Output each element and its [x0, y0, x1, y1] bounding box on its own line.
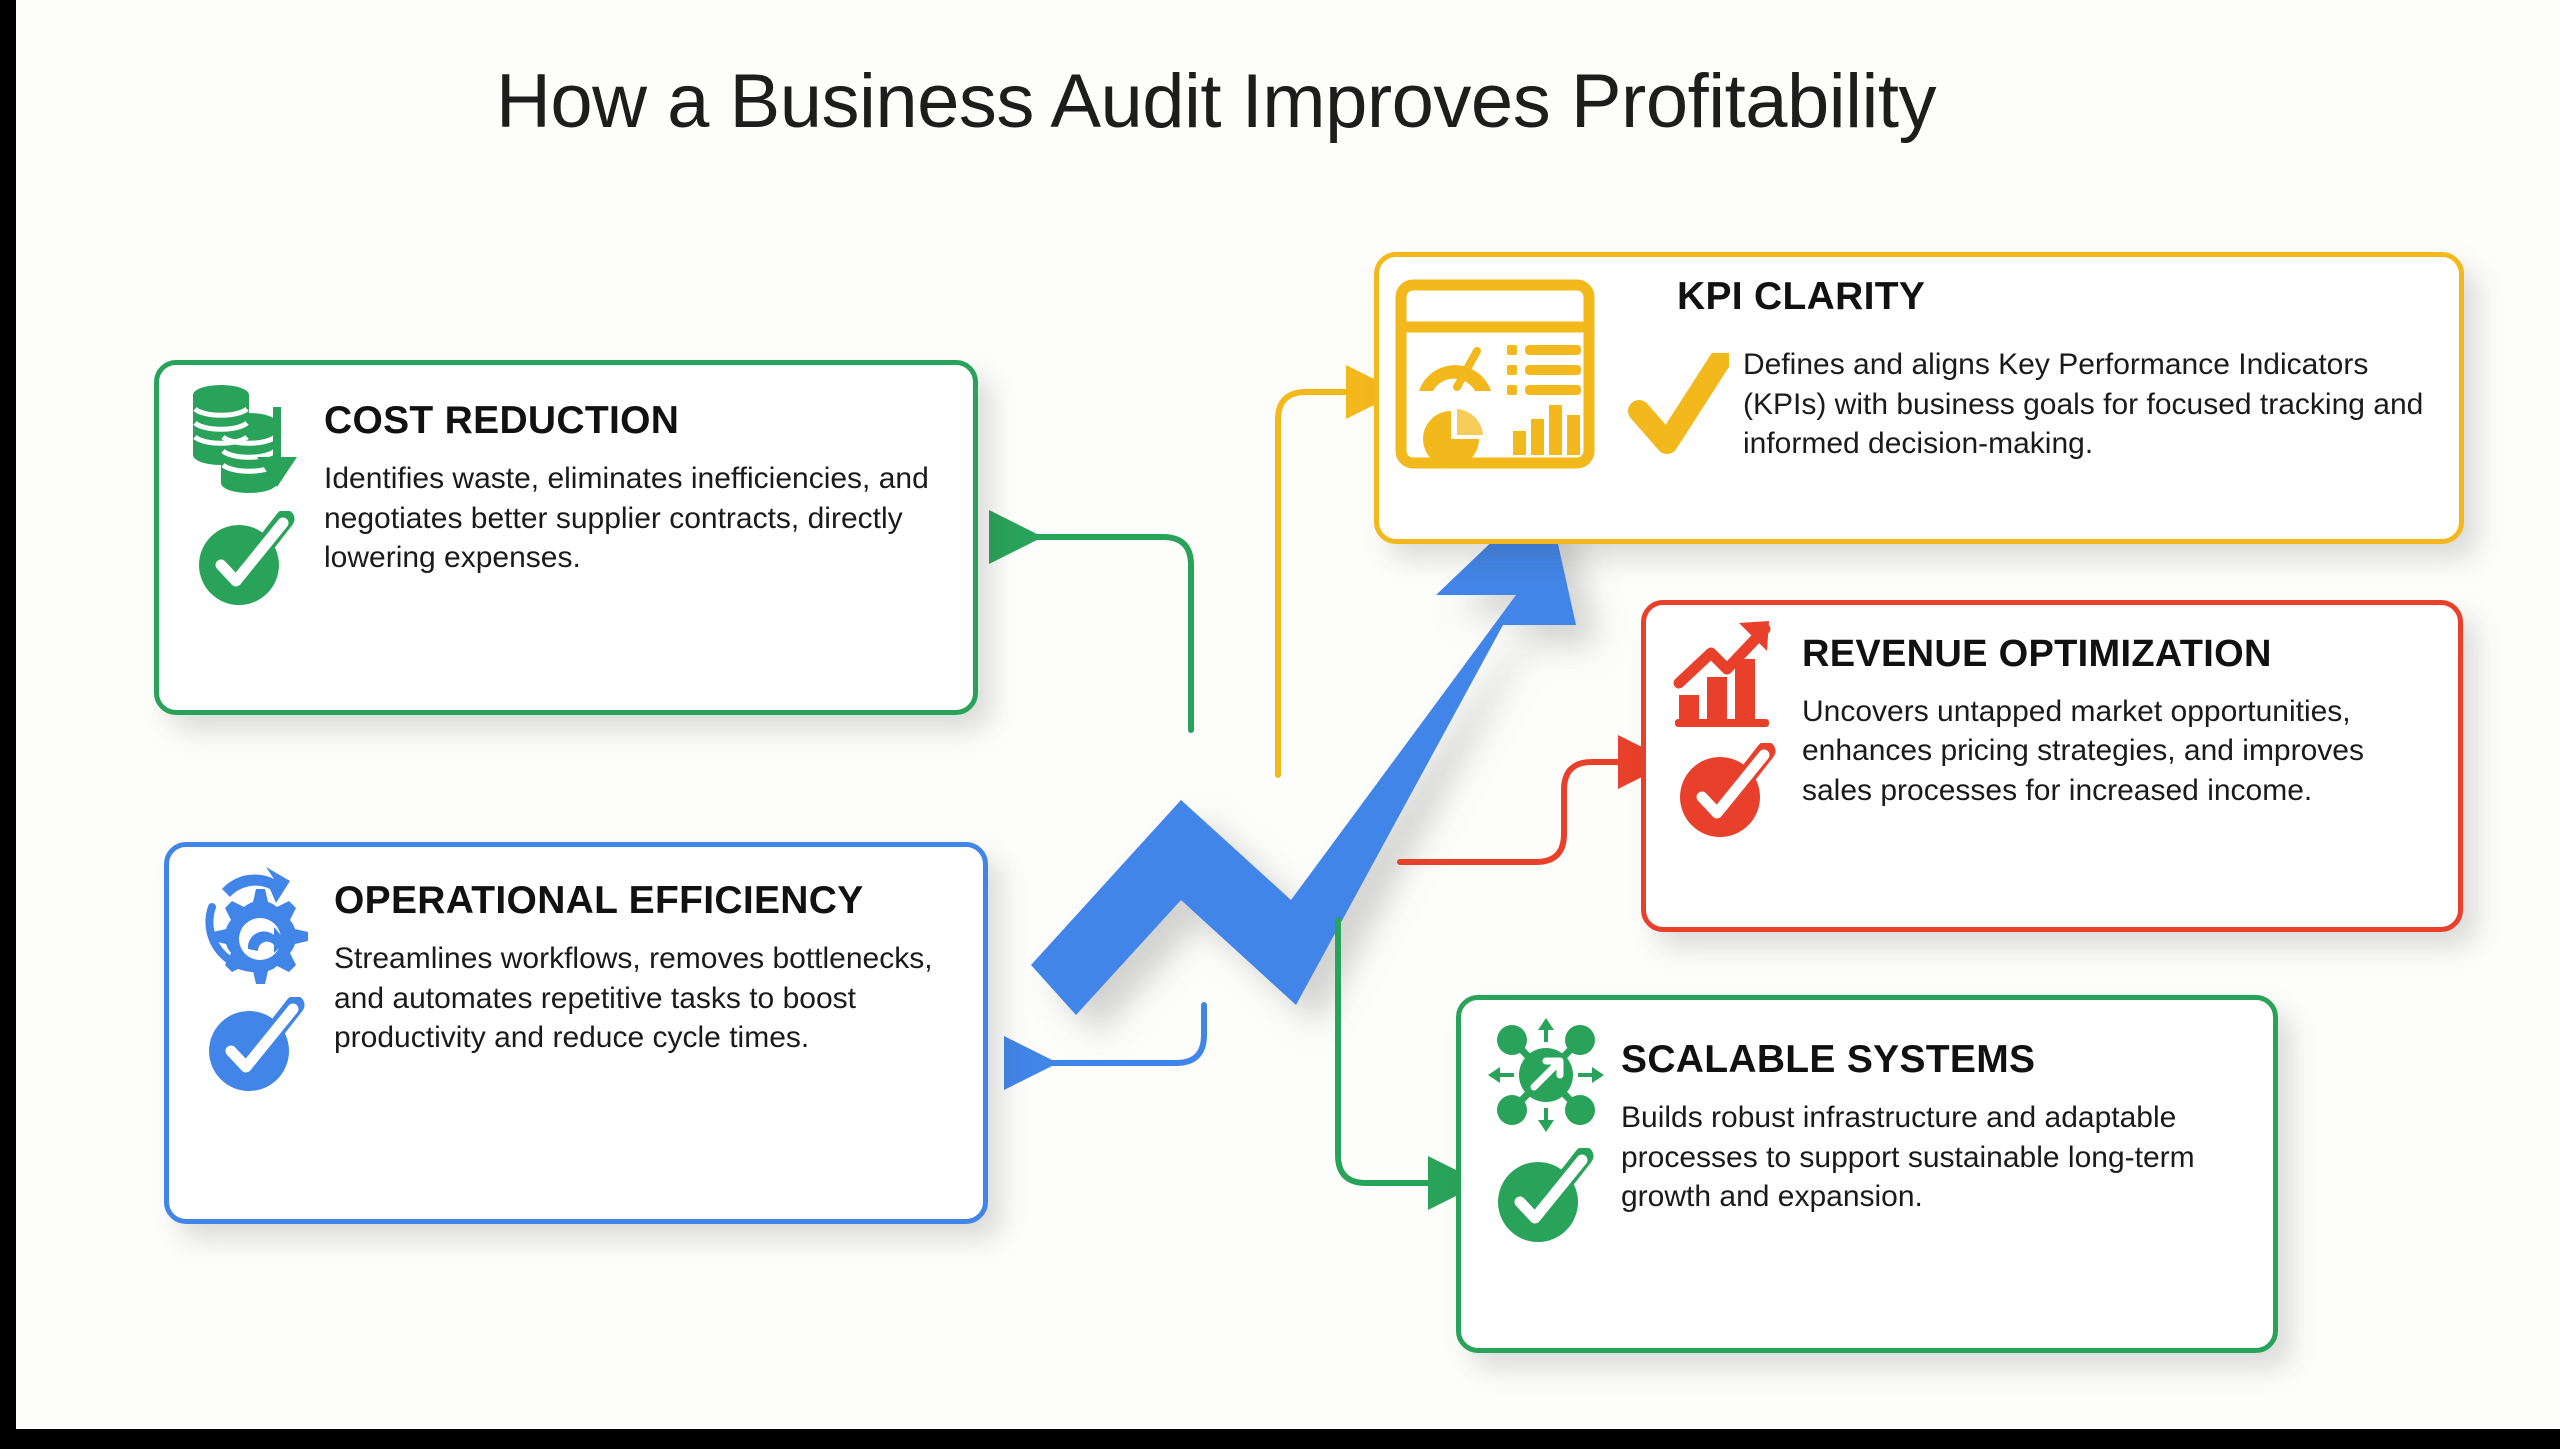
card-kpi-clarity[interactable]: KPI CLARITY Defines and aligns Key Perfo… — [1374, 252, 2464, 544]
card-title: KPI CLARITY — [1677, 275, 1926, 318]
coin-stack-down-arrow-icon — [192, 385, 297, 493]
card-revenue-optimization[interactable]: REVENUE OPTIMIZATION Uncovers untapped m… — [1641, 600, 2463, 932]
card-description: Streamlines workflows, removes bottlenec… — [334, 941, 933, 1055]
card-scalable-systems[interactable]: SCALABLE SYSTEMS Builds robust infrastru… — [1456, 995, 2278, 1353]
card-title: OPERATIONAL EFFICIENCY — [334, 879, 864, 922]
card-title: SCALABLE SYSTEMS — [1621, 1038, 2036, 1081]
connector-to-kpi-clarity — [1275, 365, 1400, 778]
connector-to-revenue-optimization — [1397, 735, 1672, 865]
connector-to-cost-reduction — [989, 510, 1194, 733]
page-title: How a Business Audit Improves Profitabil… — [495, 59, 1937, 144]
gear-refresh-icon — [204, 867, 308, 984]
card-description: Uncovers untapped market opportunities, … — [1802, 694, 2364, 808]
network-expand-icon — [1488, 1018, 1604, 1132]
check-icon-holder — [1625, 345, 1743, 462]
check-circle-icon — [208, 997, 304, 1091]
card-body: SCALABLE SYSTEMS Builds robust infrastru… — [1621, 1000, 2273, 1217]
check-circle-icon — [198, 511, 294, 605]
card-icon-column — [1379, 257, 1625, 469]
card-operational-efficiency[interactable]: OPERATIONAL EFFICIENCY Streamlines workf… — [164, 842, 988, 1224]
check-circle-icon — [1498, 1148, 1594, 1242]
card-description: Defines and aligns Key Performance Indic… — [1743, 347, 2424, 461]
check-mark-icon — [1628, 347, 1732, 454]
card-body: REVENUE OPTIMIZATION Uncovers untapped m… — [1802, 605, 2458, 811]
card-title-row: KPI CLARITY — [1677, 275, 2433, 335]
card-body: OPERATIONAL EFFICIENCY Streamlines workf… — [334, 847, 983, 1058]
card-icon-column — [1646, 605, 1802, 843]
card-description: Identifies waste, eliminates inefficienc… — [324, 461, 929, 575]
connector-to-operational-efficiency — [1004, 1002, 1207, 1090]
card-title: REVENUE OPTIMIZATION — [1802, 633, 2272, 675]
connector-to-scalable-systems — [1335, 917, 1482, 1210]
card-cost-reduction[interactable]: COST REDUCTION Identifies waste, elimina… — [154, 360, 978, 715]
card-desc-row: Defines and aligns Key Performance Indic… — [1625, 345, 2433, 465]
dashboard-analytics-icon — [1395, 279, 1595, 469]
infographic-canvas: How a Business Audit Improves Profitabil… — [16, 0, 2560, 1429]
card-icon-column — [169, 847, 334, 1097]
card-description: Builds robust infrastructure and adaptab… — [1621, 1100, 2195, 1214]
bar-chart-up-arrow-icon — [1673, 621, 1771, 727]
card-title: COST REDUCTION — [324, 399, 680, 442]
card-body: KPI CLARITY Defines and aligns Key Perfo… — [1625, 257, 2459, 464]
check-circle-icon — [1680, 743, 1776, 837]
card-icon-column — [159, 365, 324, 611]
card-body: COST REDUCTION Identifies waste, elimina… — [324, 365, 973, 578]
card-icon-column — [1461, 1000, 1621, 1248]
